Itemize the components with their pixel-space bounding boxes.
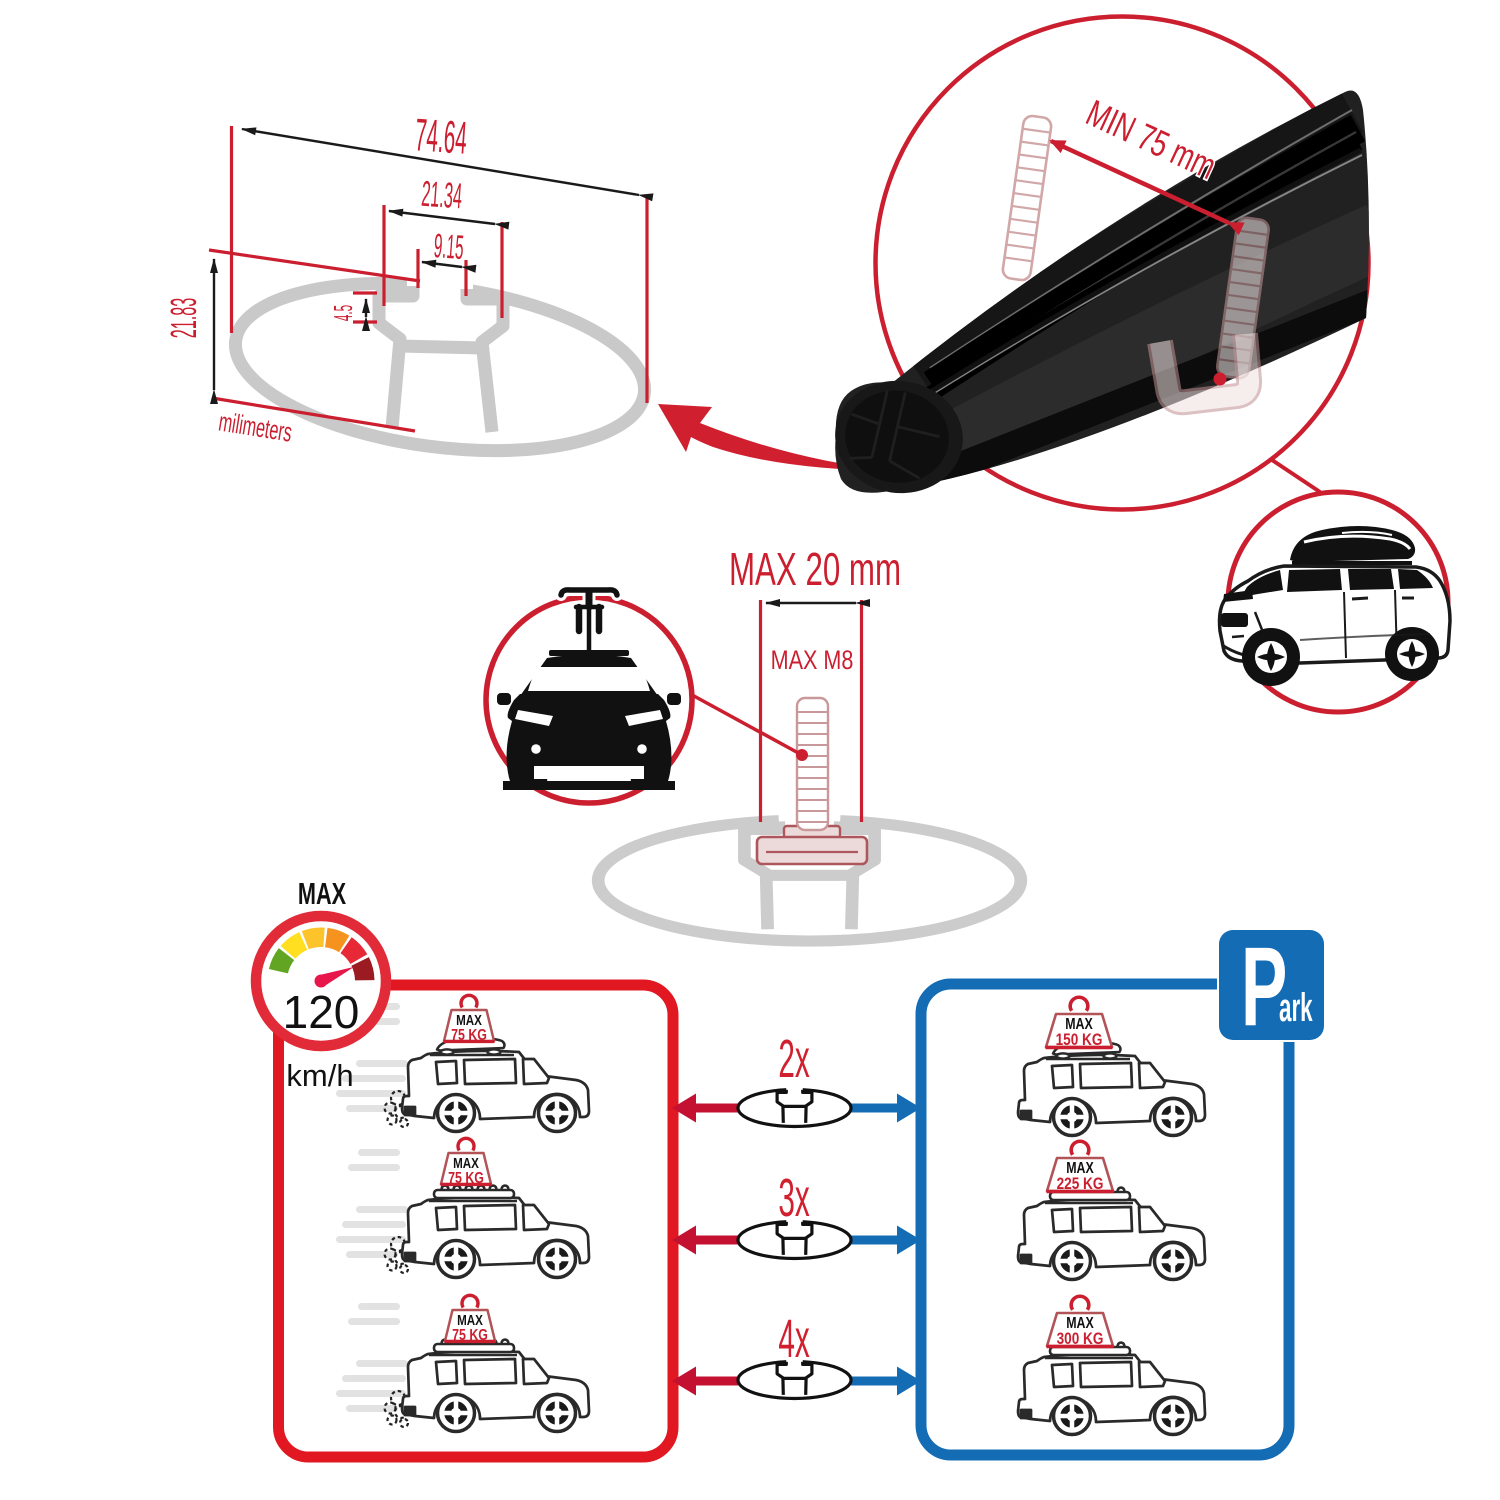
svg-text:75 KG: 75 KG [451,1026,487,1044]
svg-text:MAX: MAX [456,1012,482,1029]
svg-text:MAX: MAX [298,876,346,911]
svg-text:21.83: 21.83 [164,298,204,339]
svg-text:2x: 2x [778,1030,810,1089]
svg-text:MAX 20 mm: MAX 20 mm [729,544,901,595]
svg-text:MAX: MAX [1065,1015,1093,1033]
svg-text:150 KG: 150 KG [1056,1031,1103,1050]
svg-text:MAX: MAX [1066,1314,1094,1332]
svg-text:120: 120 [283,986,360,1038]
svg-text:225 KG: 225 KG [1057,1175,1104,1194]
svg-text:P: P [1241,924,1287,1049]
svg-text:ark: ark [1279,985,1313,1029]
svg-text:9.15: 9.15 [433,226,465,267]
svg-text:300 KG: 300 KG [1057,1330,1104,1349]
svg-text:MAX M8: MAX M8 [771,646,854,676]
svg-text:74.64: 74.64 [413,109,468,164]
svg-text:4.5: 4.5 [330,305,358,321]
svg-text:MAX: MAX [453,1155,479,1172]
svg-text:3x: 3x [778,1169,810,1228]
svg-text:75 KG: 75 KG [448,1169,484,1187]
svg-text:21.34: 21.34 [420,173,463,216]
svg-text:MAX: MAX [457,1312,483,1329]
svg-text:75 KG: 75 KG [452,1326,488,1344]
svg-text:km/h: km/h [286,1058,353,1093]
svg-text:4x: 4x [778,1310,810,1369]
svg-text:MAX: MAX [1066,1159,1094,1177]
